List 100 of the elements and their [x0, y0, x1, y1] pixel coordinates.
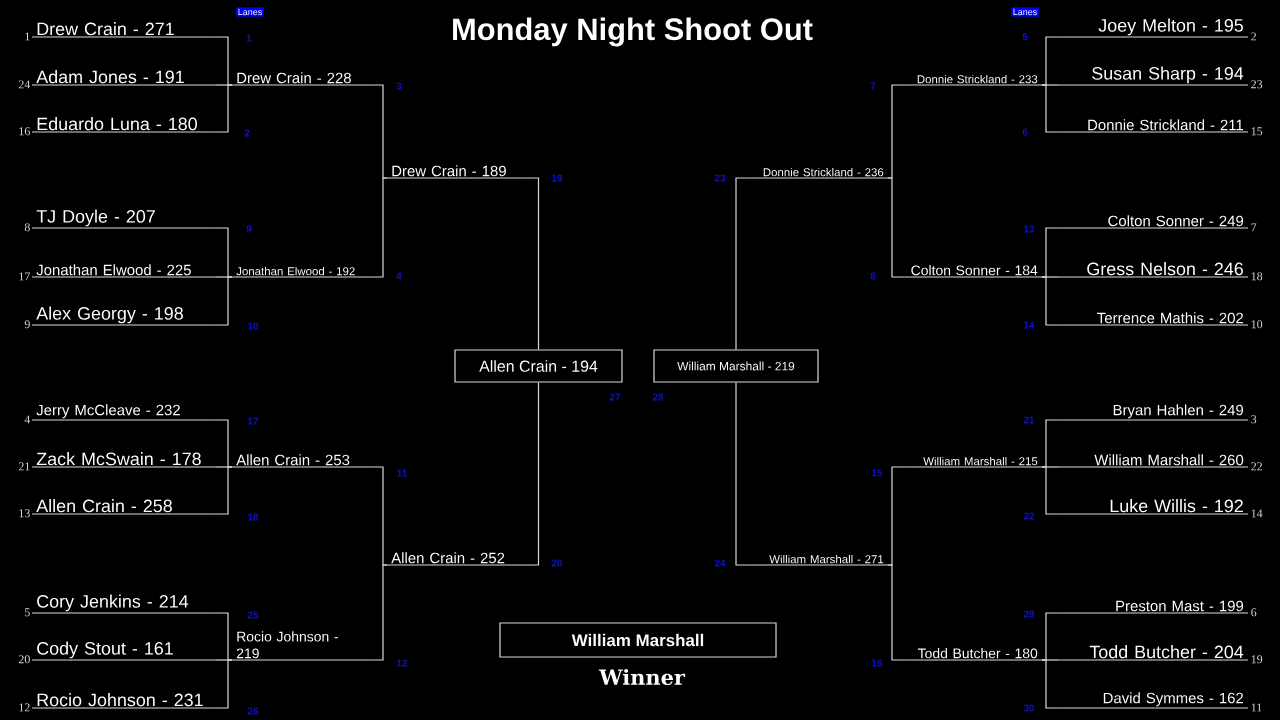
player-entry: Allen Crain - 252	[386, 552, 526, 566]
lane-number: 8	[870, 272, 876, 280]
seed-number: 10	[1251, 320, 1263, 329]
lane-number: 27	[609, 393, 621, 401]
player-entry: Terrence Mathis - 202	[1059, 312, 1249, 326]
seed-number: 1	[25, 32, 30, 41]
seed-number: 4	[24, 415, 31, 424]
seed-number: 14	[1251, 509, 1263, 518]
bracket-line	[1041, 659, 1061, 709]
player-entry: Bryan Hahlen - 249	[1059, 404, 1249, 421]
player-entry: Eduardo Luna - 180	[31, 117, 216, 133]
lane-number: 16	[872, 659, 883, 667]
seed-number: 22	[1251, 462, 1262, 471]
bracket-line	[887, 177, 906, 278]
player-entry: Drew Crain - 189	[386, 165, 526, 179]
player-entry: Jonathan Elwood - 192	[231, 266, 371, 278]
lane-number: 19	[552, 174, 563, 182]
seed-number: 6	[1251, 608, 1257, 617]
lane-number: 25	[247, 611, 259, 619]
lane-number: 30	[1023, 704, 1035, 712]
seed-number: 24	[18, 80, 31, 89]
lanes-tag: Lanes	[1011, 7, 1039, 17]
lane-number: 1	[246, 34, 252, 42]
lane-number: 5	[1022, 33, 1028, 41]
lane-number: 2	[244, 129, 250, 137]
player-entry: Cody Stout - 161	[31, 641, 216, 661]
player-entry: Todd Butcher - 204	[1059, 645, 1249, 661]
lane-number: 10	[248, 322, 259, 330]
player-entry: Zack McSwain - 178	[31, 452, 216, 468]
seed-number: 21	[18, 462, 30, 471]
lanes-tag: Lanes	[236, 7, 264, 17]
seed-number: 12	[19, 703, 30, 712]
match-box: William Marshall - 219	[653, 349, 819, 383]
seed-number: 7	[1251, 223, 1257, 232]
bracket-line	[524, 177, 540, 350]
player-entry: William Marshall - 271	[748, 554, 889, 566]
lane-number: 15	[872, 469, 883, 477]
lane-number: 24	[714, 559, 726, 567]
bracket-line	[735, 382, 750, 566]
player-entry: Gress Nelson - 246	[1059, 262, 1249, 278]
seed-number: 16	[19, 127, 30, 136]
player-entry: Jonathan Elwood - 225	[31, 264, 216, 278]
seed-number: 20	[18, 655, 30, 664]
player-entry: Donnie Strickland - 236	[748, 167, 889, 179]
match-box: Allen Crain - 194	[454, 349, 623, 383]
seed-number: 18	[1251, 272, 1263, 281]
lane-number: 23	[714, 174, 726, 182]
seed-number: 3	[1251, 415, 1257, 424]
bracket-line	[214, 276, 233, 326]
bracket-line	[214, 659, 233, 709]
bracket-line	[214, 466, 233, 515]
seed-number: 11	[1251, 703, 1262, 712]
player-entry: Joey Melton - 195	[1059, 18, 1249, 38]
seed-number: 23	[1251, 80, 1263, 89]
bracket-line	[524, 382, 540, 566]
player-entry: Rocio Johnson - 231	[31, 693, 216, 709]
seed-number: 2	[1251, 32, 1256, 41]
player-entry: Rocio Johnson - 219	[231, 631, 371, 661]
lane-number: 28	[652, 393, 664, 401]
player-entry: Allen Crain - 253	[231, 454, 371, 468]
seed-number: 17	[19, 272, 30, 281]
player-entry: Alex Georgy - 198	[31, 306, 216, 326]
lane-number: 14	[1024, 321, 1035, 329]
bracket-line	[214, 84, 233, 133]
lane-number: 22	[1023, 512, 1035, 520]
bracket-line	[887, 564, 906, 661]
bracket-line	[1041, 276, 1061, 326]
player-entry: Jerry McCleave - 232	[31, 404, 216, 421]
bracket-line	[369, 564, 388, 661]
player-entry: TJ Doyle - 207	[31, 209, 216, 229]
seed-number: 19	[1251, 655, 1263, 664]
player-entry: Colton Sonner - 184	[904, 265, 1043, 278]
seed-number: 9	[24, 320, 30, 329]
winner-caption: Winner	[598, 668, 686, 686]
title: Monday Night Shoot Out	[453, 17, 813, 47]
seed-number: 5	[25, 608, 30, 617]
player-entry: Preston Mast - 199	[1059, 600, 1249, 614]
player-entry: Cory Jenkins - 214	[31, 594, 216, 614]
player-entry: Luke Willis - 192	[1059, 499, 1249, 515]
player-entry: David Symmes - 162	[1059, 692, 1249, 709]
player-entry: Donnie Strickland - 233	[904, 74, 1043, 86]
lane-number: 17	[248, 417, 259, 425]
seed-number: 13	[19, 509, 30, 518]
lane-number: 26	[247, 707, 259, 715]
player-entry: Donnie Strickland - 211	[1059, 119, 1249, 133]
lane-number: 29	[1023, 610, 1035, 618]
lane-number: 6	[1022, 128, 1028, 136]
bracket-line	[369, 177, 388, 278]
lane-number: 9	[246, 225, 252, 233]
player-entry: Allen Crain - 258	[31, 499, 216, 515]
lane-number: 3	[396, 82, 402, 90]
bracket-line	[1041, 466, 1061, 515]
seed-number: 8	[24, 223, 30, 232]
lane-number: 4	[396, 272, 402, 280]
player-entry: Drew Crain - 271	[31, 22, 216, 38]
lane-number: 18	[248, 513, 259, 521]
seed-number: 15	[1251, 127, 1263, 136]
player-entry: Adam Jones - 191	[31, 70, 216, 86]
player-entry: Todd Butcher - 180	[904, 648, 1043, 661]
winner-box: William Marshall	[499, 622, 777, 658]
